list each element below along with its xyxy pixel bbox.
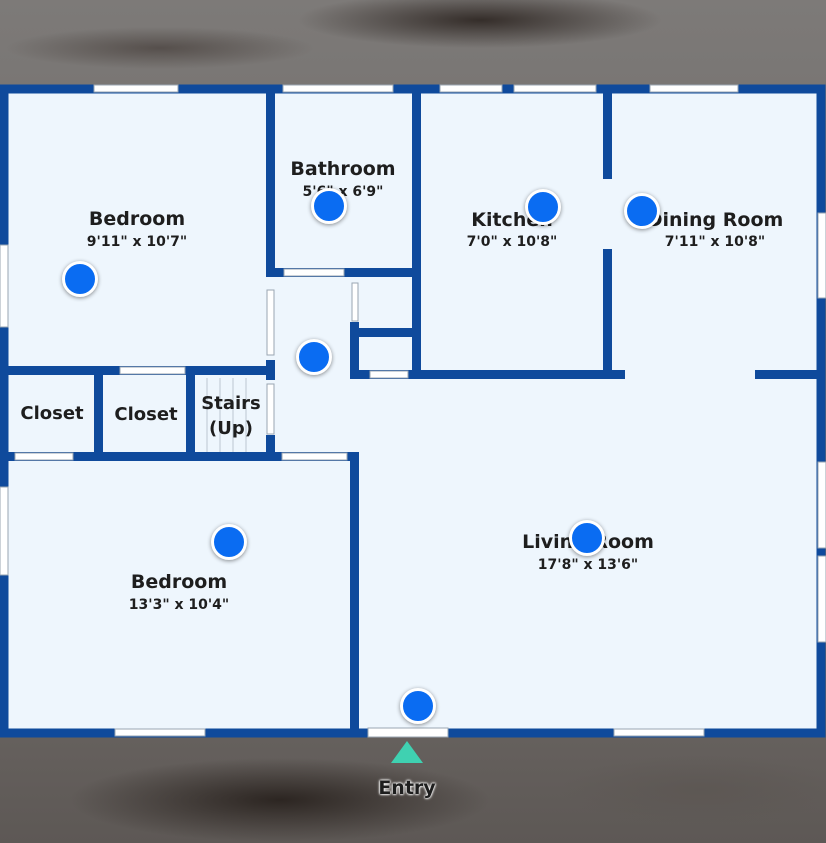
entry-arrow-icon bbox=[391, 741, 423, 763]
viewpoint-hotspot-bedroom-top[interactable] bbox=[62, 261, 98, 297]
room-dims-bedroom-top: 9'11" x 10'7" bbox=[86, 234, 188, 250]
room-dims-dining-room: 7'11" x 10'8" bbox=[664, 234, 766, 250]
stairs-label-line1: Stairs bbox=[201, 393, 261, 414]
room-name-closet-right: Closet bbox=[114, 404, 178, 425]
viewpoint-hotspot-kitchen[interactable] bbox=[525, 189, 561, 225]
viewpoint-hotspot-hallway[interactable] bbox=[296, 339, 332, 375]
room-dims-kitchen: 7'0" x 10'8" bbox=[466, 234, 558, 250]
entry-door bbox=[367, 727, 449, 738]
viewpoint-hotspot-bedroom-bottom[interactable] bbox=[211, 524, 247, 560]
stair-treads bbox=[206, 378, 247, 452]
room-dims-living-room: 17'8" x 13'6" bbox=[537, 557, 639, 573]
entry-label: Entry bbox=[378, 777, 436, 799]
stairs-label-line2: (Up) bbox=[209, 418, 253, 439]
viewpoint-hotspot-entry[interactable] bbox=[400, 688, 436, 724]
viewpoint-hotspot-bathroom[interactable] bbox=[311, 188, 347, 224]
room-name-dining-room: Dining Room bbox=[646, 209, 784, 231]
viewpoint-hotspot-dining-room[interactable] bbox=[624, 193, 660, 229]
windows bbox=[0, 84, 826, 737]
room-name-bathroom: Bathroom bbox=[290, 158, 396, 180]
room-name-bedroom-top: Bedroom bbox=[88, 208, 186, 230]
room-name-stairs: Stairs (Up) bbox=[201, 391, 260, 441]
viewpoint-hotspot-living-room[interactable] bbox=[569, 520, 605, 556]
room-name-closet-left: Closet bbox=[20, 403, 84, 424]
room-dims-bedroom-bottom: 13'3" x 10'4" bbox=[128, 597, 230, 613]
room-name-bedroom-bottom: Bedroom bbox=[130, 571, 228, 593]
